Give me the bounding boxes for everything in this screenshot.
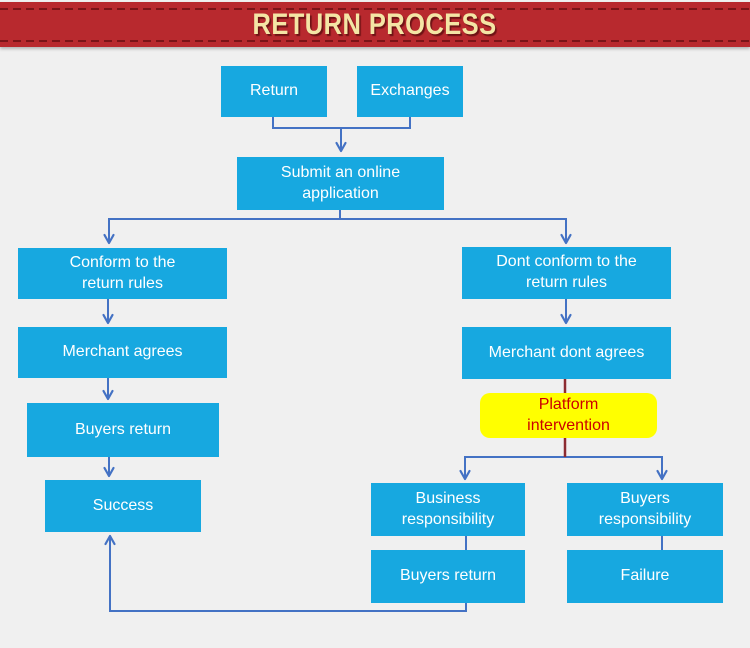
node-return: Return: [221, 66, 327, 117]
node-merchant-agrees: Merchant agrees: [18, 327, 227, 378]
node-buyers-responsibility: Buyers responsibility: [567, 483, 723, 536]
stitch-line-top: [0, 8, 750, 10]
node-business-responsibility: Business responsibility: [371, 483, 525, 536]
node-buyers-return-left: Buyers return: [27, 403, 219, 457]
node-dont-conform-rules: Dont conform to the return rules: [462, 247, 671, 299]
node-exchanges: Exchanges: [357, 66, 463, 117]
node-platform-intervention: Platform intervention: [480, 393, 657, 438]
node-failure: Failure: [567, 550, 723, 603]
page-title: RETURN PROCESS: [252, 7, 497, 41]
header-banner: RETURN PROCESS: [0, 2, 750, 47]
node-submit-application: Submit an online application: [237, 157, 444, 210]
node-conform-rules: Conform to the return rules: [18, 248, 227, 299]
node-success: Success: [45, 480, 201, 532]
stitch-line-bottom: [0, 40, 750, 42]
node-merchant-dont-agrees: Merchant dont agrees: [462, 327, 671, 379]
node-buyers-return-right: Buyers return: [371, 550, 525, 603]
